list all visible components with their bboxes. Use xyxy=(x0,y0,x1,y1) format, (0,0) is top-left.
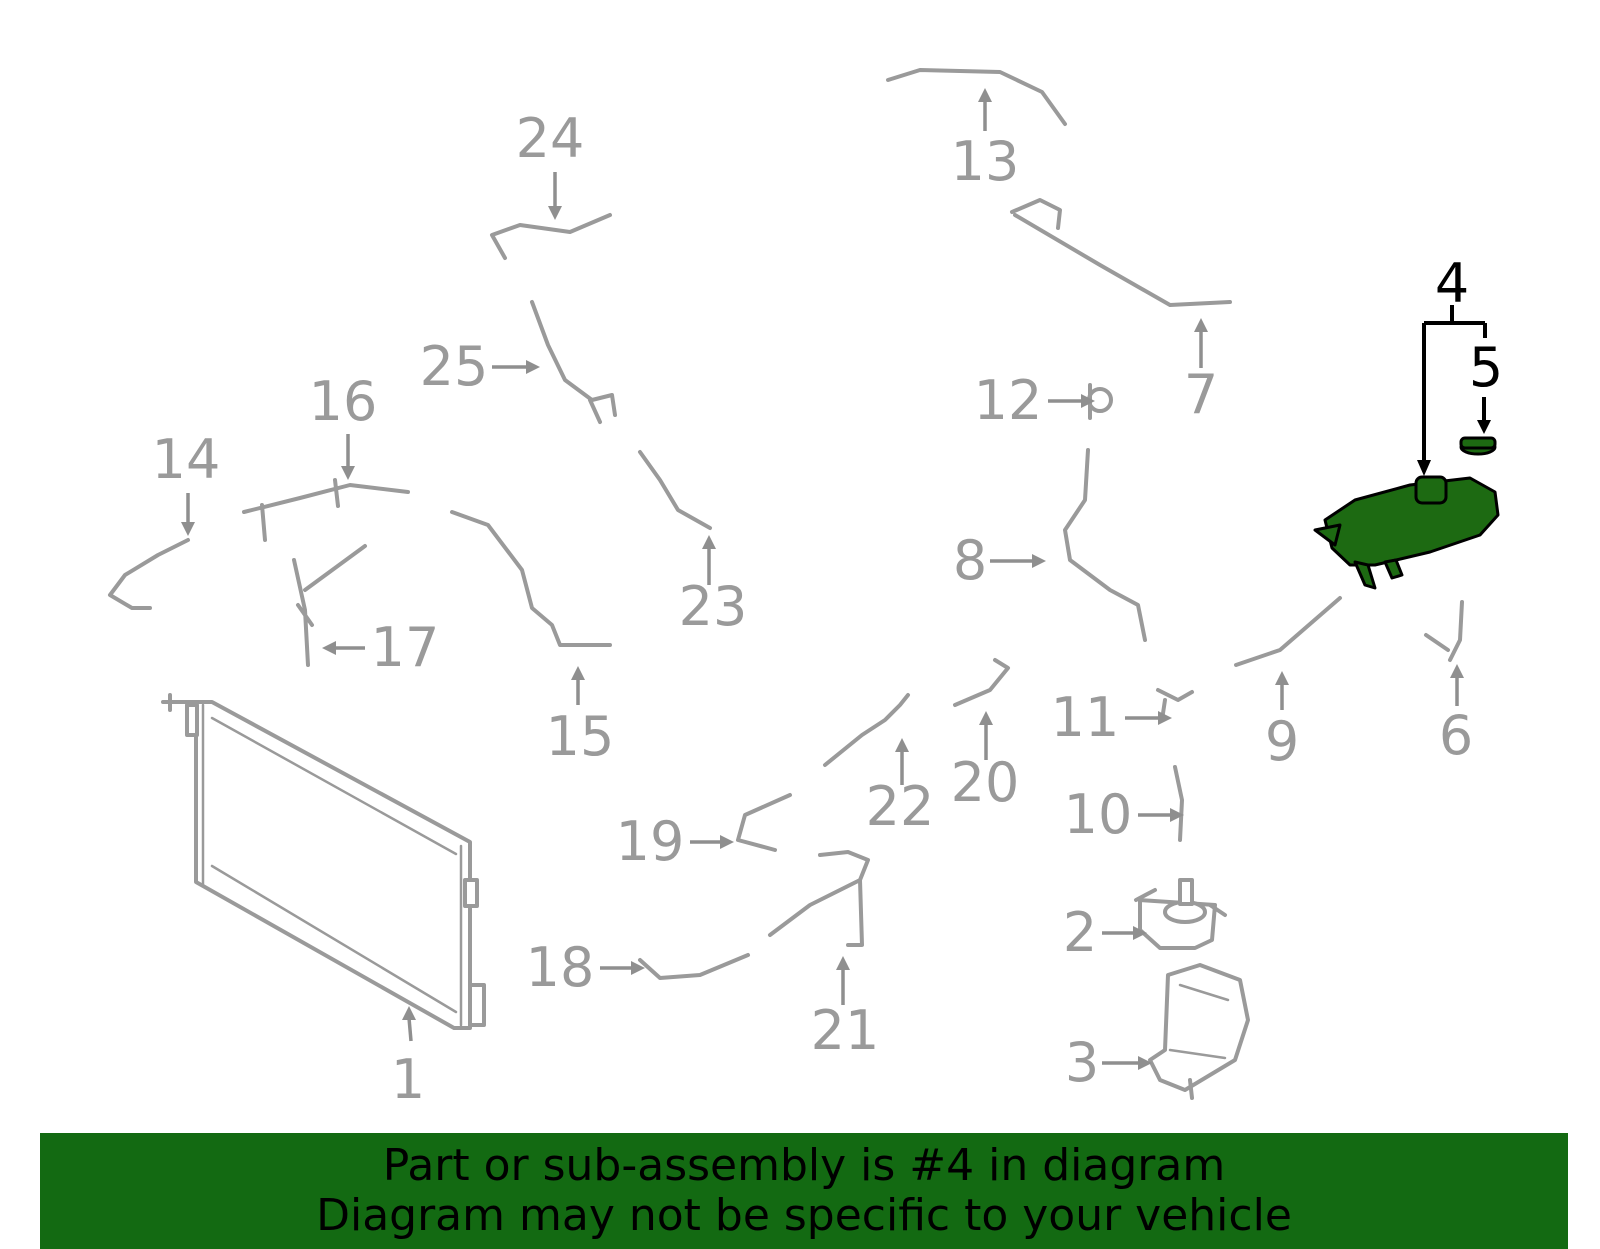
callout-7: 7 xyxy=(1184,363,1218,426)
part-1-radiator[interactable] xyxy=(161,693,486,1030)
part-14-hose[interactable] xyxy=(108,538,190,610)
part-7-hose-assembly[interactable] xyxy=(1010,198,1232,307)
callout-16: 16 xyxy=(309,370,378,433)
callout-18: 18 xyxy=(526,936,595,999)
part-22-hose[interactable] xyxy=(823,693,910,767)
part-24-hose[interactable] xyxy=(490,213,612,260)
callout-6: 6 xyxy=(1439,704,1473,767)
callout-24: 24 xyxy=(516,107,585,170)
highlight-leader-lines xyxy=(1417,305,1491,476)
part-18-hose[interactable] xyxy=(638,953,750,980)
part-9-hose[interactable] xyxy=(1234,596,1342,667)
part-23-hose[interactable] xyxy=(638,450,712,530)
part-6-hose[interactable] xyxy=(1424,600,1464,662)
callout-8: 8 xyxy=(953,529,987,592)
callout-20: 20 xyxy=(951,751,1020,814)
part-21-hose[interactable] xyxy=(768,850,870,947)
callout-1: 1 xyxy=(391,1048,425,1111)
callout-labels: 1 2 3 4 5 6 7 8 9 10 11 12 13 14 15 16 1… xyxy=(152,107,1504,1111)
callout-12: 12 xyxy=(974,369,1043,432)
part-3-bracket[interactable] xyxy=(1148,963,1250,1100)
callout-15: 15 xyxy=(546,705,615,768)
banner-line-1: Part or sub-assembly is #4 in diagram xyxy=(382,1140,1226,1191)
leader-lines xyxy=(181,88,1464,1070)
callout-3: 3 xyxy=(1065,1031,1099,1094)
banner-line-2: Diagram may not be specific to your vehi… xyxy=(316,1190,1292,1241)
part-4-coolant-reservoir[interactable] xyxy=(1313,475,1500,590)
info-banner: Part or sub-assembly is #4 in diagram Di… xyxy=(40,1133,1568,1249)
part-2-outlet-housing[interactable] xyxy=(1134,878,1227,950)
callout-19: 19 xyxy=(616,810,685,873)
part-19-hose[interactable] xyxy=(736,793,792,852)
callout-21: 21 xyxy=(811,999,880,1062)
part-13-upper-hose[interactable] xyxy=(886,68,1067,126)
callout-11: 11 xyxy=(1051,686,1120,749)
callout-23: 23 xyxy=(679,575,748,638)
part-8-hose[interactable] xyxy=(1063,448,1147,642)
callout-22: 22 xyxy=(866,775,935,838)
callout-9: 9 xyxy=(1265,710,1299,773)
callout-5: 5 xyxy=(1469,336,1503,399)
callout-4: 4 xyxy=(1435,252,1469,315)
part-17-bracket[interactable] xyxy=(292,544,367,667)
part-20-hose[interactable] xyxy=(953,658,1010,707)
callout-14: 14 xyxy=(152,428,221,491)
part-25-bracket[interactable] xyxy=(530,300,617,424)
callout-25: 25 xyxy=(420,335,489,398)
part-15-lower-hose[interactable] xyxy=(450,510,612,647)
part-10-hose[interactable] xyxy=(1173,765,1184,842)
callout-10: 10 xyxy=(1064,783,1133,846)
part-16-pipe[interactable] xyxy=(242,478,410,542)
callout-13: 13 xyxy=(951,130,1020,193)
part-5-reservoir-cap[interactable] xyxy=(1459,436,1497,456)
callout-2: 2 xyxy=(1063,901,1097,964)
callout-17: 17 xyxy=(371,616,440,679)
parts-diagram: 1 2 3 4 5 6 7 8 9 10 11 12 13 14 15 16 1… xyxy=(108,68,1504,1111)
